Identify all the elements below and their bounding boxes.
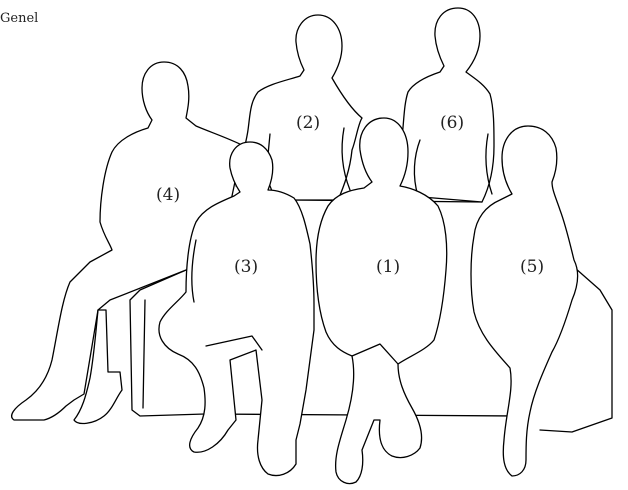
label-person-1: (1) <box>376 257 400 277</box>
bench-left-inner <box>143 300 145 408</box>
label-person-5: (5) <box>520 257 544 277</box>
label-person-4: (4) <box>156 185 180 205</box>
label-person-3: (3) <box>234 257 258 277</box>
label-person-6: (6) <box>440 113 464 133</box>
label-person-2: (2) <box>296 113 320 133</box>
person-6-silhouette <box>399 8 494 202</box>
person-6 <box>399 8 494 202</box>
